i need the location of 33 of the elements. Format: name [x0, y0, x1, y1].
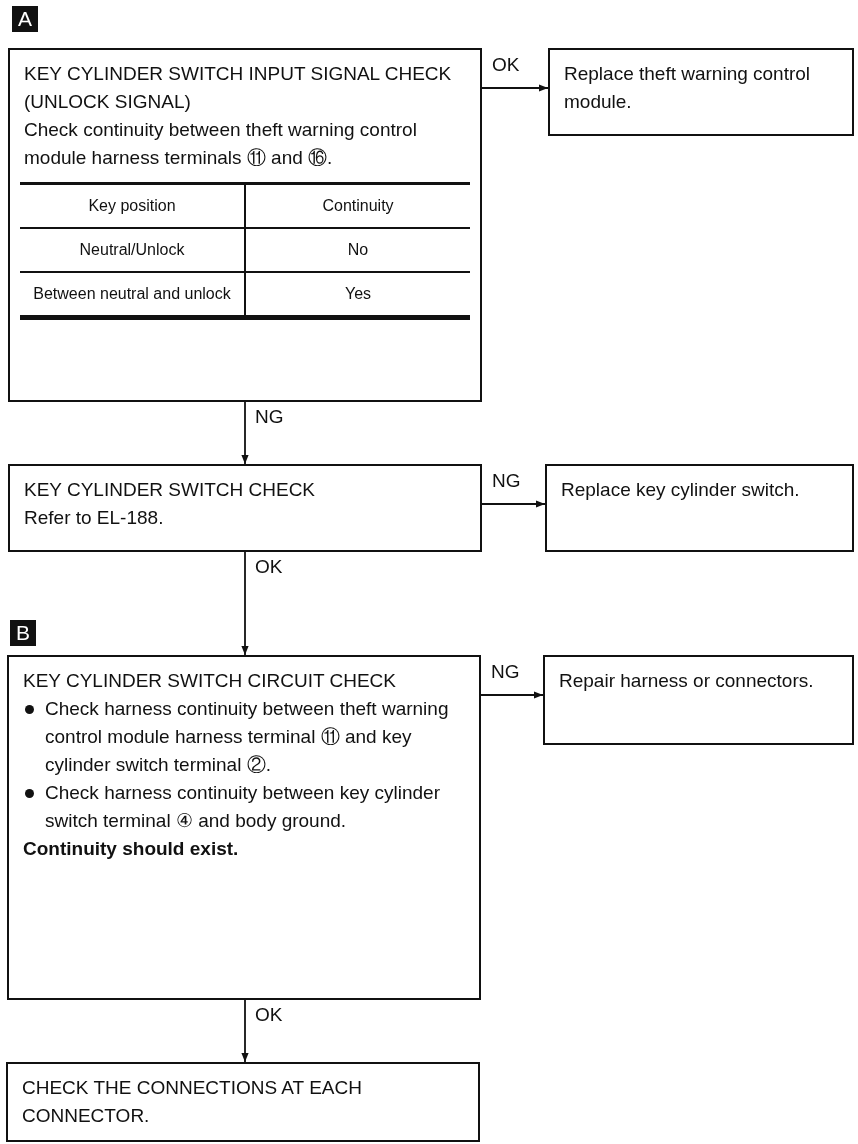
result-note: Continuity should exist. — [23, 838, 239, 859]
process-box — [548, 48, 854, 136]
table-header-cell: Continuity — [245, 183, 470, 228]
arrow — [481, 84, 549, 92]
step-instruction: Check continuity between theft warning control module harness terminals ⑪ and ⑯. — [24, 119, 417, 168]
table-cell: No — [245, 228, 470, 272]
action-text: Replace theft warning control module. — [564, 63, 811, 112]
step-instruction: Refer to EL-188. — [24, 507, 164, 528]
bullet-item: Check harness continuity between theft warning control module harness terminal ⑪ and key cylinder switch terminal ②. — [45, 698, 449, 775]
table-header-cell: Key position — [20, 183, 245, 228]
process-box — [7, 655, 481, 1000]
arrow — [481, 500, 546, 508]
process-box — [545, 464, 854, 552]
action-text: Replace key cylinder switch. — [561, 479, 800, 500]
process-box — [6, 1062, 480, 1142]
table-cell: Between neutral and unlock — [20, 272, 245, 318]
process-box — [543, 655, 854, 745]
arrow — [241, 551, 249, 656]
arrow — [241, 401, 249, 465]
table-cell: Yes — [245, 272, 470, 318]
arrow — [480, 691, 544, 699]
bullet-item: Check harness continuity between key cylinder switch terminal ④ and body ground. — [45, 782, 440, 831]
process-box — [8, 464, 482, 552]
action-text: Repair harness or connectors. — [559, 670, 814, 691]
step-heading: KEY CYLINDER SWITCH CIRCUIT CHECK — [23, 670, 396, 691]
step-heading: KEY CYLINDER SWITCH CHECK — [24, 479, 316, 500]
step-heading: KEY CYLINDER SWITCH INPUT SIGNAL CHECK (UNLOCK SIGNAL) — [24, 63, 452, 112]
action-text: CHECK THE CONNECTIONS AT EACH CONNECTOR. — [22, 1077, 362, 1126]
table-cell: Neutral/Unlock — [20, 228, 245, 272]
section-marker: B — [10, 620, 36, 646]
section-marker: A — [12, 6, 38, 32]
process-box — [8, 48, 482, 402]
arrow — [241, 999, 249, 1063]
